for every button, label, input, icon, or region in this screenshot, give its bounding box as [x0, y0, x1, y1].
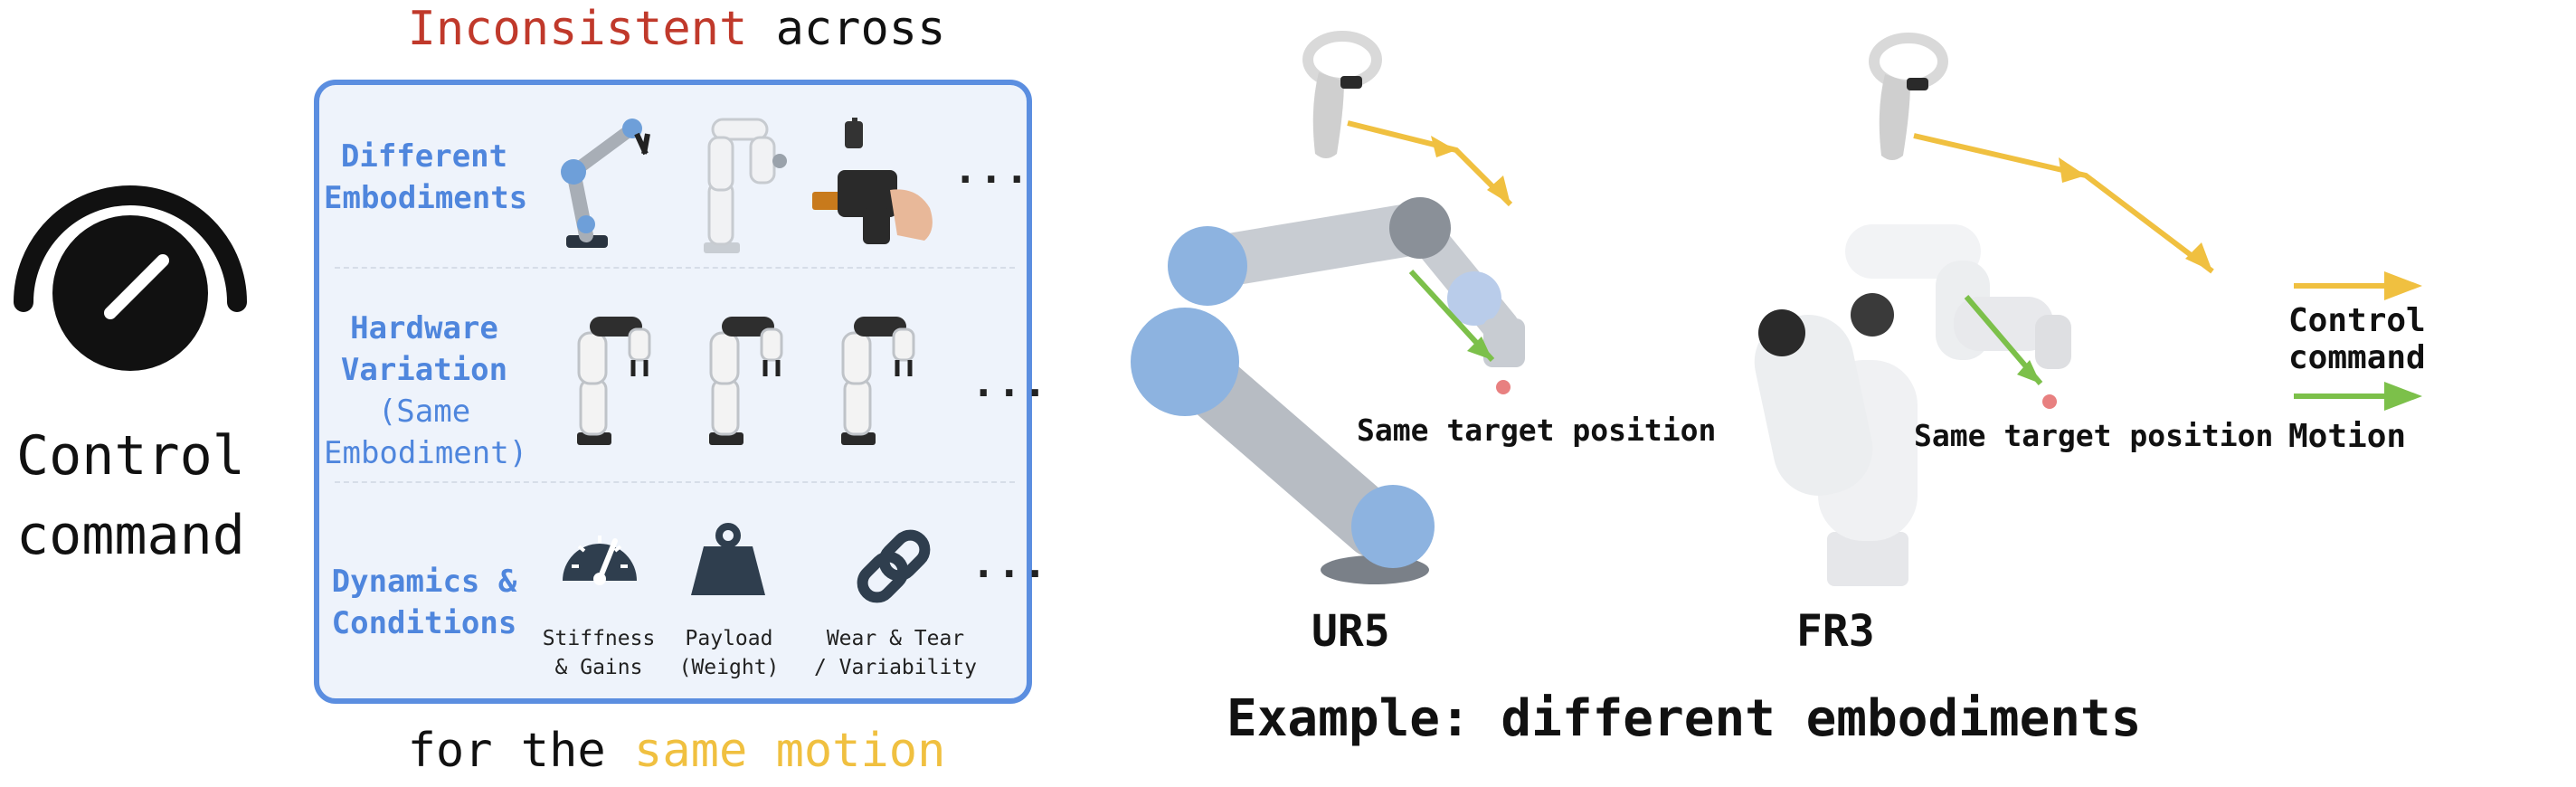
franka-robot-image — [704, 118, 787, 253]
legend-control-arrow-icon — [2294, 271, 2422, 300]
row-label-line: Different — [340, 138, 508, 175]
gauge-icon — [14, 185, 247, 371]
franka-robot-variant-image — [841, 317, 915, 445]
control-command-arrow — [1913, 133, 2214, 274]
target-label-fr3: Same target position — [1914, 418, 2274, 453]
franka-robot-variant-image — [577, 317, 651, 445]
row-label-line: Variation — [340, 352, 508, 388]
franka-robot-variant-image — [709, 317, 783, 445]
row-label-sub-line: (Same — [377, 394, 471, 430]
caption-wear: Wear & Tear / Variability — [805, 624, 986, 682]
vr-controller-image — [1302, 31, 1382, 158]
link-icon — [857, 529, 931, 603]
caption-stiffness: Stiffness & Gains — [535, 624, 662, 682]
legend-control-label: Control command — [2288, 302, 2426, 376]
row-label-line: Dynamics & — [331, 564, 517, 600]
divider — [335, 267, 1015, 269]
ellipsis: ... — [971, 541, 1049, 587]
row-label-line: Conditions — [331, 605, 517, 641]
motion-arrow — [1964, 295, 2043, 385]
motion-arrow — [1408, 269, 1495, 363]
header-across: across — [747, 2, 946, 56]
row-label-line: Embodiments — [324, 180, 528, 216]
robot-name-ur5: UR5 — [1312, 606, 1390, 657]
caption-line: / Variability — [813, 656, 977, 679]
ellipsis: ... — [971, 360, 1049, 406]
robot-name-fr3: FR3 — [1796, 606, 1875, 657]
row-label-embodiments: Different Embodiments — [324, 136, 528, 219]
control-command-arrow — [1347, 120, 1513, 207]
row-label-hardware: Hardware Variation (Same Embodiment) — [324, 308, 528, 474]
row-label-line: Hardware — [350, 310, 498, 346]
caption-line: Stiffness — [542, 627, 656, 650]
row-label-dynamics: Dynamics & Conditions — [324, 561, 525, 644]
caption-line: Wear & Tear — [826, 627, 965, 650]
target-position-dot — [2042, 394, 2057, 409]
weight-icon — [691, 523, 765, 595]
caption-payload: Payload (Weight) — [666, 624, 792, 682]
ellipsis: ... — [953, 147, 1031, 193]
control-label-line2: command — [16, 504, 245, 567]
ur-robot-image — [561, 119, 650, 248]
footer-prefix: for the — [407, 724, 635, 778]
panel-footer: for the same motion — [315, 724, 1038, 778]
caption-line: Payload — [685, 627, 773, 650]
legend-motion-label: Motion — [2288, 418, 2407, 455]
vr-controller-image — [1869, 33, 1948, 160]
target-label-ur5: Same target position — [1357, 412, 1717, 448]
header-inconsistent: Inconsistent — [407, 2, 748, 56]
caption-line: (Weight) — [678, 656, 780, 679]
legend-motion-arrow-icon — [2294, 382, 2422, 411]
divider — [335, 481, 1015, 483]
fr3-robot-image — [1754, 224, 2071, 586]
target-position-dot — [1496, 380, 1511, 394]
handheld-gripper-image — [812, 118, 933, 244]
footer-same-motion: same motion — [634, 724, 946, 778]
example-title: Example: different embodiments — [1226, 689, 2142, 748]
panel-header: Inconsistent across — [315, 2, 1038, 56]
inconsistency-panel — [314, 80, 1032, 704]
stiffness-gauge-icon — [563, 536, 637, 585]
control-label-line1: Control — [16, 424, 245, 488]
row-label-sub-line: Embodiment) — [324, 435, 528, 471]
caption-line: & Gains — [554, 656, 643, 679]
ur5-robot-image — [1131, 197, 1525, 584]
